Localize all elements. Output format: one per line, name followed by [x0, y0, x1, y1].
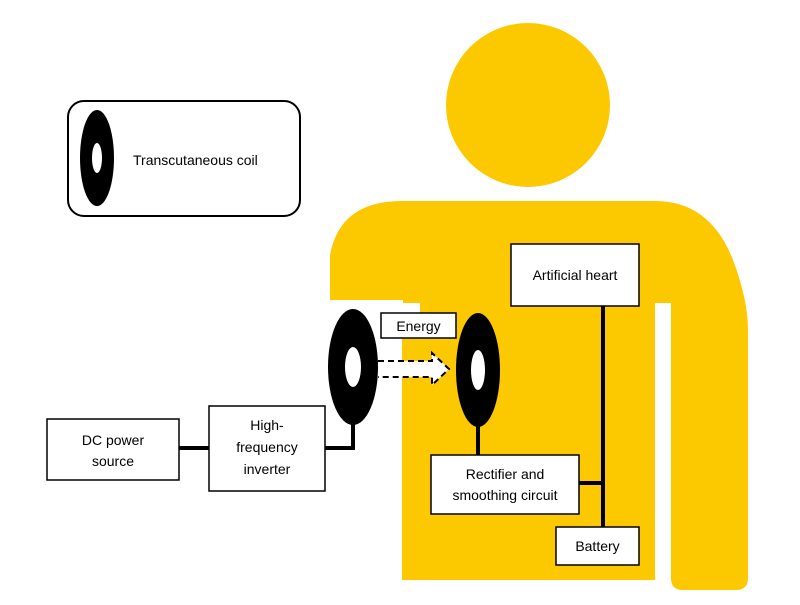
- internal-coil: [456, 313, 500, 427]
- rectifier-line1: Rectifier and: [466, 466, 545, 482]
- dc-power-source-line1: DC power: [82, 432, 145, 448]
- internal-coil-hole: [471, 350, 485, 390]
- legend-coil-label: Transcutaneous coil: [133, 152, 258, 168]
- energy-label: Energy: [380, 312, 457, 339]
- battery-box: [555, 526, 640, 566]
- inverter-line3: inverter: [244, 461, 291, 477]
- rectifier-box: [430, 454, 580, 515]
- inverter-line2: frequency: [236, 439, 297, 455]
- energy-label-box: [380, 312, 457, 339]
- high-frequency-inverter: High- frequency inverter: [208, 405, 326, 492]
- artificial-heart: Artificial heart: [510, 243, 640, 307]
- dc-power-source: DC power source: [46, 418, 180, 481]
- battery: Battery: [555, 526, 640, 566]
- artificial-heart-label: Artificial heart: [533, 267, 618, 283]
- inverter-box: [208, 405, 326, 492]
- wires: [179, 306, 605, 527]
- wire-inverter-to-coil: [325, 420, 355, 450]
- battery-label: Battery: [575, 538, 619, 554]
- legend-box: [67, 100, 301, 217]
- external-coil-hole: [345, 347, 361, 387]
- energy-label-text: Energy: [396, 318, 440, 334]
- energy-arrow-icon: [378, 350, 451, 388]
- legend-coil-hole: [92, 143, 102, 173]
- legend: Transcutaneous coil: [67, 100, 301, 217]
- dc-power-source-line2: source: [92, 453, 134, 469]
- inverter-line1: High-: [250, 417, 284, 433]
- dc-power-source-box: [46, 418, 180, 481]
- rectifier-line2: smoothing circuit: [452, 487, 557, 503]
- energy-arrow: [378, 350, 451, 388]
- head: [446, 23, 610, 187]
- external-coil: [328, 309, 378, 425]
- artificial-heart-box: [510, 243, 640, 307]
- rectifier-circuit: Rectifier and smoothing circuit: [430, 454, 580, 515]
